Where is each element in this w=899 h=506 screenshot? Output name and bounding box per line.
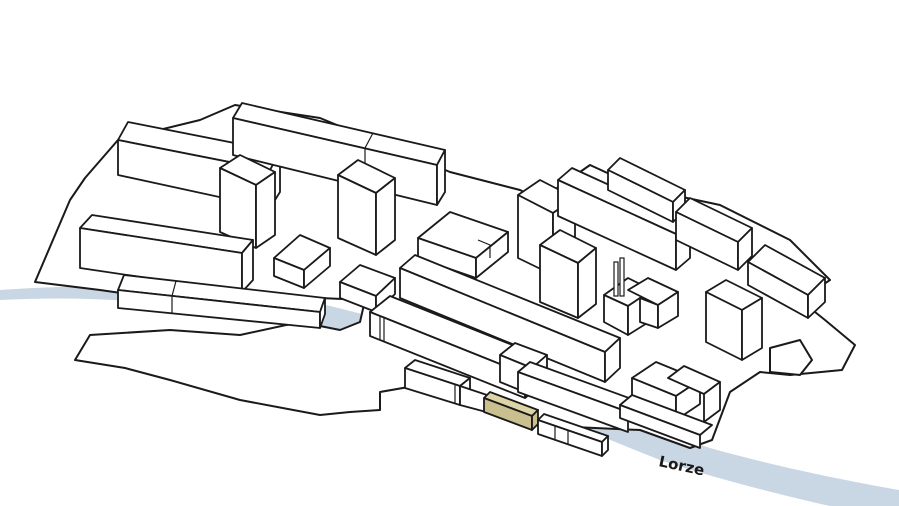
ground-plot-east	[769, 339, 813, 376]
building-se-block	[619, 394, 713, 449]
building-factory	[603, 257, 679, 336]
building-small-row-east	[537, 413, 609, 457]
building-tower-far-east	[705, 279, 763, 361]
building-small-cube-west	[273, 234, 331, 289]
building-ne-slab-3	[675, 197, 753, 271]
building-tower-west	[219, 154, 276, 249]
building-tower-east	[539, 229, 597, 319]
chimney	[613, 261, 619, 297]
building-riverside-row	[404, 359, 491, 414]
building-tower-centre	[337, 159, 396, 256]
building-ne-slab-4	[747, 244, 826, 319]
building-se-cluster	[631, 361, 721, 423]
building-centre-long-slab	[399, 254, 621, 383]
building-west-slab	[79, 214, 254, 293]
building-ne-slab-2	[607, 157, 686, 223]
buildings	[79, 102, 826, 457]
building-centre-low	[417, 211, 509, 279]
chimney-2	[619, 257, 625, 297]
building-riverside-long-east	[517, 361, 641, 433]
building-highlighted	[483, 391, 539, 431]
river-lorze	[0, 286, 899, 506]
building-riverside-west	[117, 274, 326, 329]
building-ne-slab-1	[557, 167, 691, 271]
